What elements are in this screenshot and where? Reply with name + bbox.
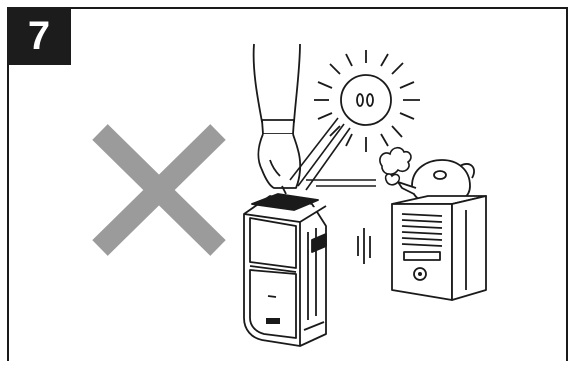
prohibited-x-icon <box>100 132 218 248</box>
dehumidifier-icon <box>244 194 326 346</box>
sun-icon <box>314 50 420 152</box>
heat-lines <box>306 180 376 186</box>
heater-cabinet-icon <box>392 196 486 300</box>
steam-icon <box>380 148 411 185</box>
hand-icon <box>254 44 301 194</box>
vibration-icon <box>358 228 370 264</box>
